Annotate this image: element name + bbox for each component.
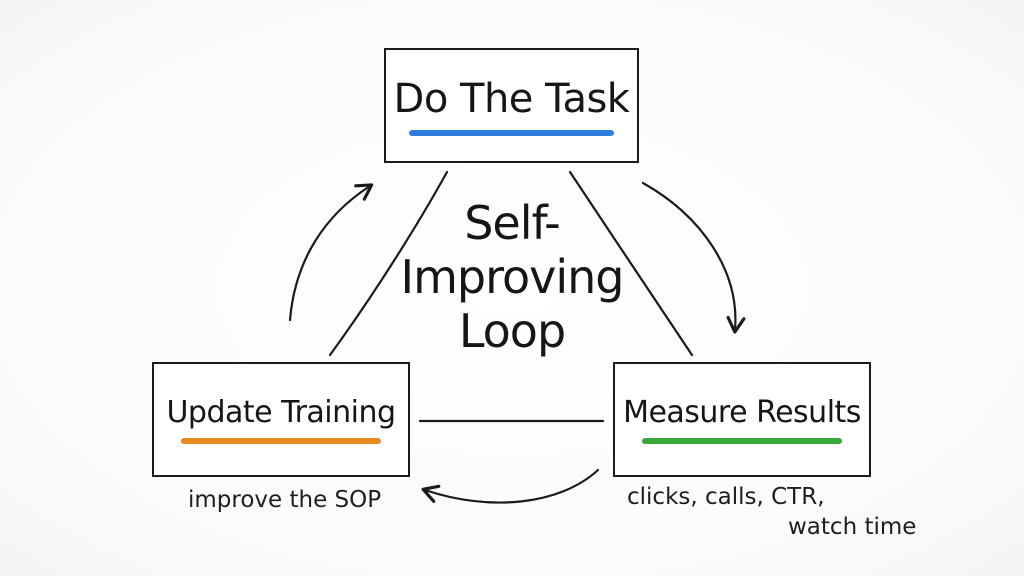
node-update-training: Update Training [152, 362, 410, 477]
node-measure-results: Measure Results [613, 362, 871, 477]
center-title-line-1: Self- [464, 196, 561, 250]
triangle-edge-right [568, 170, 694, 357]
underline-orange [181, 438, 381, 444]
note-metrics-line-1: clicks, calls, CTR, [627, 484, 825, 510]
node-label-do-the-task: Do The Task [393, 75, 630, 122]
arrow-right-to-left [421, 468, 600, 504]
node-do-the-task: Do The Task [384, 48, 639, 163]
node-label-update-training: Update Training [166, 395, 396, 430]
center-title: Self- Improving Loop [392, 196, 632, 358]
underline-blue [409, 129, 614, 136]
note-improve-sop: improve the SOP [188, 487, 382, 513]
arrow-top-to-right [641, 181, 746, 334]
center-title-line-3: Loop [458, 304, 566, 358]
center-title-line-2: Improving [400, 250, 625, 304]
note-metrics-line-2: watch time [788, 514, 917, 540]
underline-green [642, 438, 842, 444]
node-label-measure-results: Measure Results [623, 395, 861, 430]
triangle-edge-left [328, 170, 449, 357]
arrow-left-to-top [288, 183, 374, 322]
